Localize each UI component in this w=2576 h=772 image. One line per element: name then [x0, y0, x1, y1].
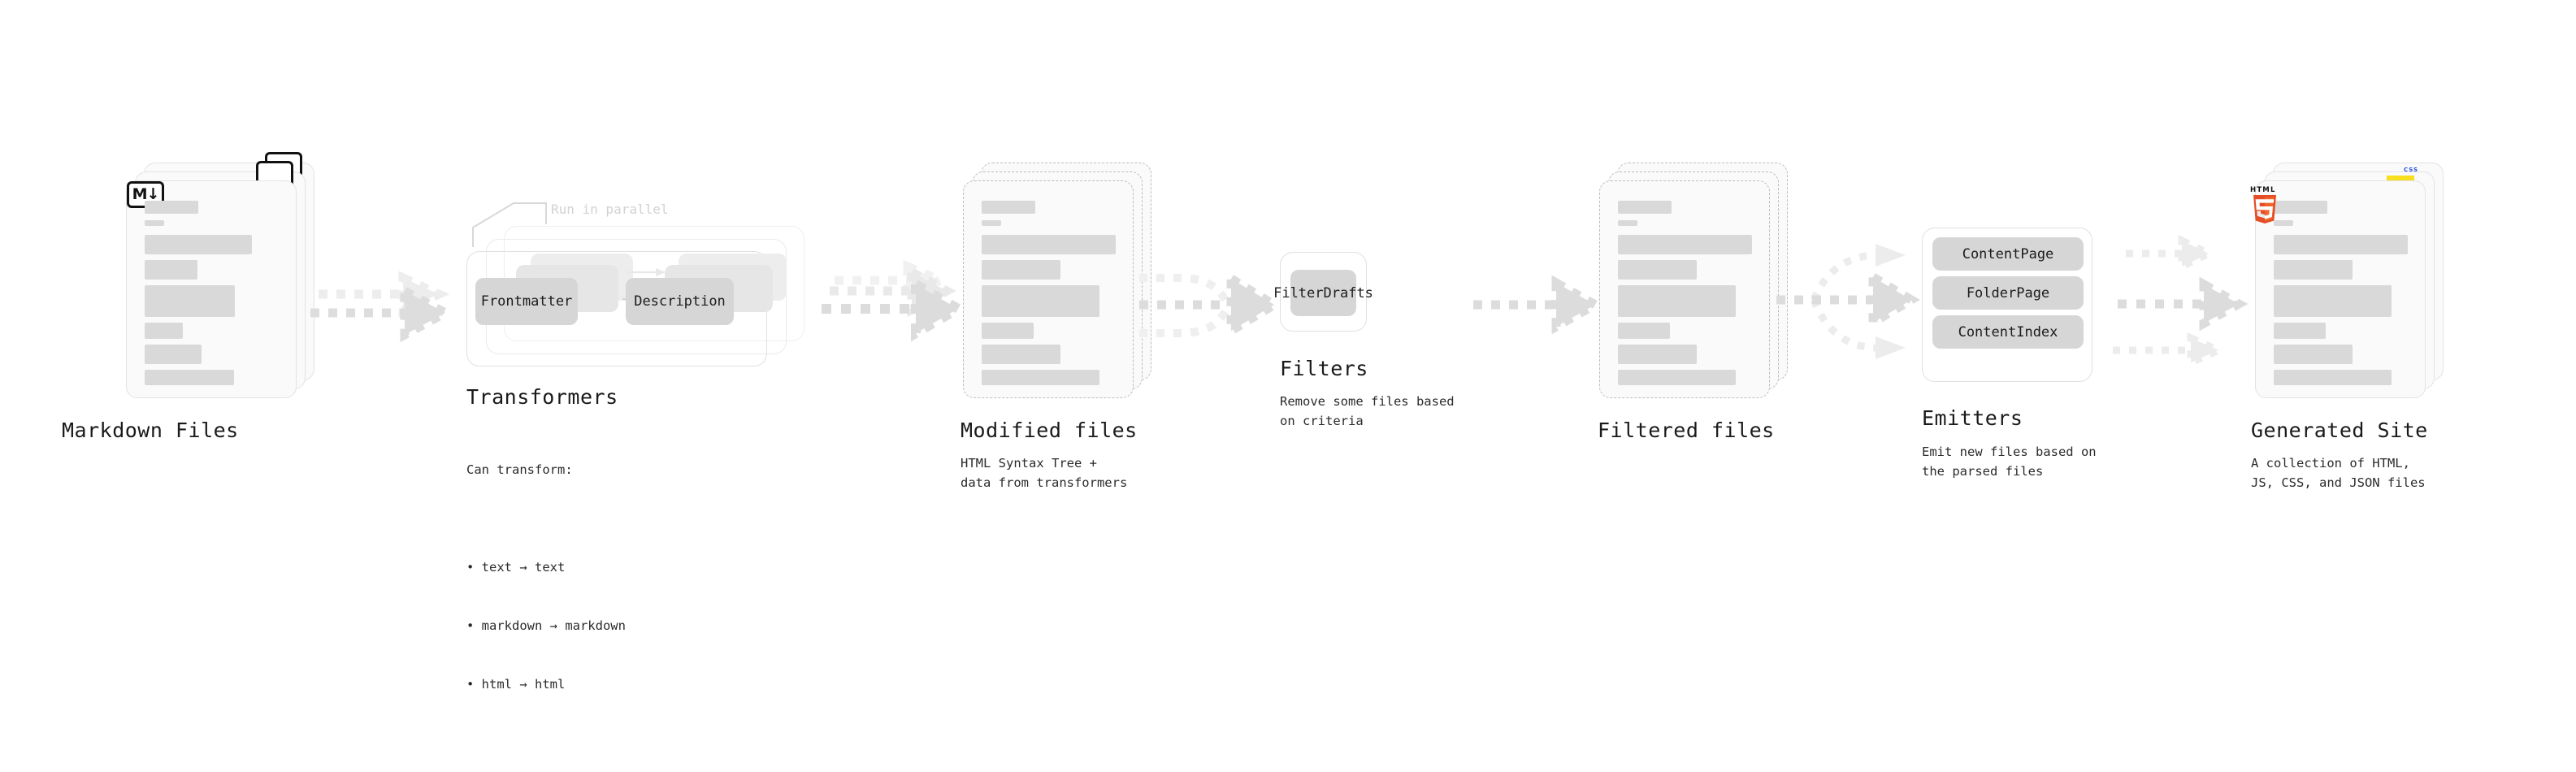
connector-filtered-to-emitters [1772, 242, 1926, 360]
stage-title-markdown-files: Markdown Files [62, 419, 239, 442]
stage-filtered-files: Filtered files [1598, 163, 1788, 442]
run-in-parallel-bracket [472, 202, 547, 247]
modified-file-stack [963, 163, 1151, 398]
stage-title-modified-files: Modified files [961, 419, 1138, 442]
markdown-file-stack: M↓ [126, 152, 314, 398]
filtered-file-stack [1599, 163, 1788, 398]
chip-contentindex[interactable]: ContentIndex [1932, 315, 2084, 349]
chip-folderpage[interactable]: FolderPage [1932, 276, 2084, 310]
connector-md-to-transformers [309, 271, 455, 349]
stage-title-filters: Filters [1280, 357, 1368, 380]
stage-modified-files: Modified files HTML Syntax Tree + data f… [961, 163, 1151, 490]
stage-title-emitters: Emitters [1922, 406, 2023, 430]
card-front: M↓ [126, 180, 297, 398]
chip-contentpage[interactable]: ContentPage [1932, 237, 2084, 271]
run-in-parallel-label: Run in parallel [551, 202, 669, 217]
stage-markdown-files: M↓ Markdown Files [62, 152, 314, 442]
card-front: HTML [2250, 180, 2426, 398]
emitters-group-box [1922, 228, 2092, 382]
connector-filters-to-filtered [1459, 275, 1605, 345]
list-item: • html → html [466, 677, 566, 692]
card-front [1599, 180, 1770, 398]
stage-caption-filters: Remove some files based on criteria [1280, 394, 1455, 429]
card-front [963, 180, 1134, 398]
stage-generated-site: CSS HTML [2250, 163, 2444, 490]
list-item: • markdown → markdown [466, 618, 626, 634]
chip-filterdrafts[interactable]: FilterDrafts [1273, 270, 1373, 316]
transform-list: • text → text • markdown → markdown • ht… [466, 518, 626, 733]
connector-transformers-to-modified [817, 259, 969, 348]
connector-modified-to-filters [1130, 258, 1283, 360]
chip-description[interactable]: Description [626, 278, 734, 325]
stage-caption-generated-site: A collection of HTML, JS, CSS, and JSON … [2251, 456, 2426, 491]
chip-frontmatter[interactable]: Frontmatter [475, 278, 578, 325]
caption-heading: Can transform: [466, 462, 573, 478]
connector-emitters-to-site [2113, 234, 2259, 368]
stage-caption-modified-files: HTML Syntax Tree + data from transformer… [961, 456, 1128, 491]
filters-group-box [1280, 252, 1367, 332]
stage-caption-emitters: Emit new files based on the parsed files [1922, 445, 2097, 479]
stage-title-filtered-files: Filtered files [1598, 419, 1775, 442]
stage-title-transformers: Transformers [466, 385, 618, 409]
html5-icon: HTML [2249, 186, 2280, 223]
stage-title-generated-site: Generated Site [2251, 419, 2428, 442]
pipeline-diagram: M↓ Markdown Files Run in parallel [62, 152, 2444, 692]
generated-site-stack: CSS HTML [2250, 163, 2444, 398]
list-item: • text → text [466, 560, 566, 575]
stage-caption-transformers: Can transform: • text → text • markdown … [466, 421, 626, 772]
